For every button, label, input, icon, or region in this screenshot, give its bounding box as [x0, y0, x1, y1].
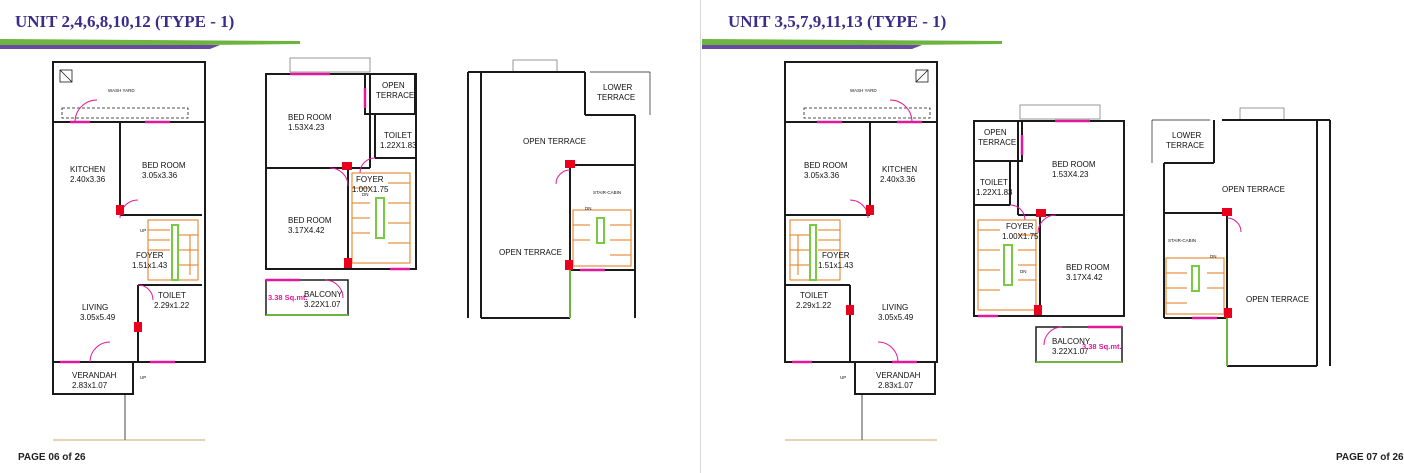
- bed-room-2-label: BED ROOM: [288, 216, 332, 225]
- dn-label: DN: [362, 192, 369, 197]
- open-terrace-label-2: TERRACE: [376, 91, 414, 100]
- left-page: UNIT 2,4,6,8,10,12 (TYPE - 1): [0, 0, 700, 473]
- toilet-size: 2.29x1.22: [154, 301, 190, 310]
- wash-yard-label: WASH YARD: [108, 88, 135, 93]
- foyer-label: FOYER: [136, 251, 164, 260]
- balcony-label: BALCONY: [1052, 337, 1091, 346]
- bed-room-2-label: BED ROOM: [1066, 263, 1110, 272]
- open-terrace-bottom-label: OPEN TERRACE: [1246, 295, 1309, 304]
- right-page: UNIT 3,5,7,9,11,13 (TYPE - 1): [702, 0, 1404, 473]
- open-terrace-label: OPEN: [984, 128, 1007, 137]
- balcony-size: 3.22X1.07: [1052, 347, 1089, 356]
- foyer-size: 1.51x1.43: [132, 261, 168, 270]
- open-terrace-top-label: OPEN TERRACE: [1222, 185, 1285, 194]
- page-title: UNIT 2,4,6,8,10,12 (TYPE - 1): [15, 12, 235, 31]
- balcony-label: BALCONY: [304, 290, 343, 299]
- page-title: UNIT 3,5,7,9,11,13 (TYPE - 1): [728, 12, 947, 31]
- toilet-label: TOILET: [158, 291, 186, 300]
- kitchen-label: KITCHEN: [70, 165, 105, 174]
- up-label: UP: [840, 375, 846, 380]
- verandah-label: VERANDAH: [876, 371, 921, 380]
- page-number: PAGE 07 of 26: [1336, 452, 1404, 463]
- foyer-size: 1.00X1.75: [1002, 232, 1039, 241]
- kitchen-label: KITCHEN: [882, 165, 917, 174]
- ground-floor-plan: WASH YARD BED ROOM 3.05x3.36 KITCHEN 2.4…: [784, 61, 938, 441]
- bed-room-1-size: 1.53X4.23: [288, 123, 325, 132]
- open-terrace-bottom-label: OPEN TERRACE: [499, 248, 562, 257]
- foyer-label: FOYER: [822, 251, 850, 260]
- bed-room-1-size: 1.53X4.23: [1052, 170, 1089, 179]
- toilet-size: 2.29x1.22: [796, 301, 832, 310]
- foyer-size: 1.51x1.43: [818, 261, 854, 270]
- living-size: 3.05x5.49: [80, 313, 116, 322]
- title-underline: [0, 39, 300, 49]
- terrace-plan: LOWER TERRACE OPEN TERRACE STAIR-CABIN D…: [467, 59, 651, 319]
- title-underline: [702, 39, 1002, 49]
- lower-terrace-label-2: TERRACE: [1166, 141, 1204, 150]
- toilet-label: TOILET: [384, 131, 412, 140]
- balcony-area: 3.38 Sq.mt.: [268, 293, 308, 302]
- kitchen-size: 2.40x3.36: [880, 175, 916, 184]
- terrace-plan: LOWER TERRACE OPEN TERRACE STAIR-CABIN D…: [1151, 107, 1331, 367]
- bed-room-size: 3.05x3.36: [142, 171, 178, 180]
- toilet-size: 1.22X1.83: [976, 188, 1013, 197]
- living-label: LIVING: [882, 303, 908, 312]
- lower-terrace-label: LOWER: [603, 83, 633, 92]
- bed-room-2-size: 3.17X4.42: [1066, 273, 1103, 282]
- balcony-area: 3.38 Sq.mt.: [1082, 342, 1122, 351]
- bed-room-label: BED ROOM: [804, 161, 848, 170]
- open-terrace-label-2: TERRACE: [978, 138, 1016, 147]
- balcony-size: 3.22X1.07: [304, 300, 341, 309]
- dn-label: DN: [585, 206, 592, 211]
- dn-label: DN: [1020, 269, 1027, 274]
- lower-terrace-label: LOWER: [1172, 131, 1202, 140]
- up-label-2: UP: [140, 375, 146, 380]
- verandah-size: 2.83x1.07: [878, 381, 914, 390]
- toilet-size: 1.22X1.83: [380, 141, 417, 150]
- bed-room-size: 3.05x3.36: [804, 171, 840, 180]
- ground-floor-plan: WASH YARD KITCHEN 2.40x3.36 BED ROOM 3.0…: [52, 61, 206, 441]
- page-divider: [700, 0, 701, 473]
- foyer-size: 1.00X1.75: [352, 185, 389, 194]
- bed-room-2-size: 3.17X4.42: [288, 226, 325, 235]
- staircabin-label: STAIR-CABIN: [1168, 238, 1196, 243]
- dn-label: DN: [1210, 254, 1217, 259]
- bed-room-1-label: BED ROOM: [1052, 160, 1096, 169]
- bed-room-label: BED ROOM: [142, 161, 186, 170]
- open-terrace-top-label: OPEN TERRACE: [523, 137, 586, 146]
- up-label: UP: [140, 228, 146, 233]
- toilet-label: TOILET: [800, 291, 828, 300]
- first-floor-plan: OPEN TERRACE BED ROOM 1.53X4.23 TOILET 1…: [973, 104, 1125, 363]
- page-number: PAGE 06 of 26: [18, 452, 86, 463]
- living-size: 3.05x5.49: [878, 313, 914, 322]
- verandah-label: VERANDAH: [72, 371, 117, 380]
- foyer-label: FOYER: [356, 175, 384, 184]
- kitchen-size: 2.40x3.36: [70, 175, 106, 184]
- staircabin-label: STAIR-CABIN: [593, 190, 621, 195]
- living-label: LIVING: [82, 303, 108, 312]
- verandah-size: 2.83x1.07: [72, 381, 108, 390]
- first-floor-plan: OPEN TERRACE BED ROOM 1.53X4.23 TOILET 1…: [265, 57, 417, 316]
- lower-terrace-label-2: TERRACE: [597, 93, 635, 102]
- wash-yard-label: WASH YARD: [850, 88, 877, 93]
- open-terrace-label: OPEN: [382, 81, 405, 90]
- bed-room-1-label: BED ROOM: [288, 113, 332, 122]
- foyer-label: FOYER: [1006, 222, 1034, 231]
- toilet-label: TOILET: [980, 178, 1008, 187]
